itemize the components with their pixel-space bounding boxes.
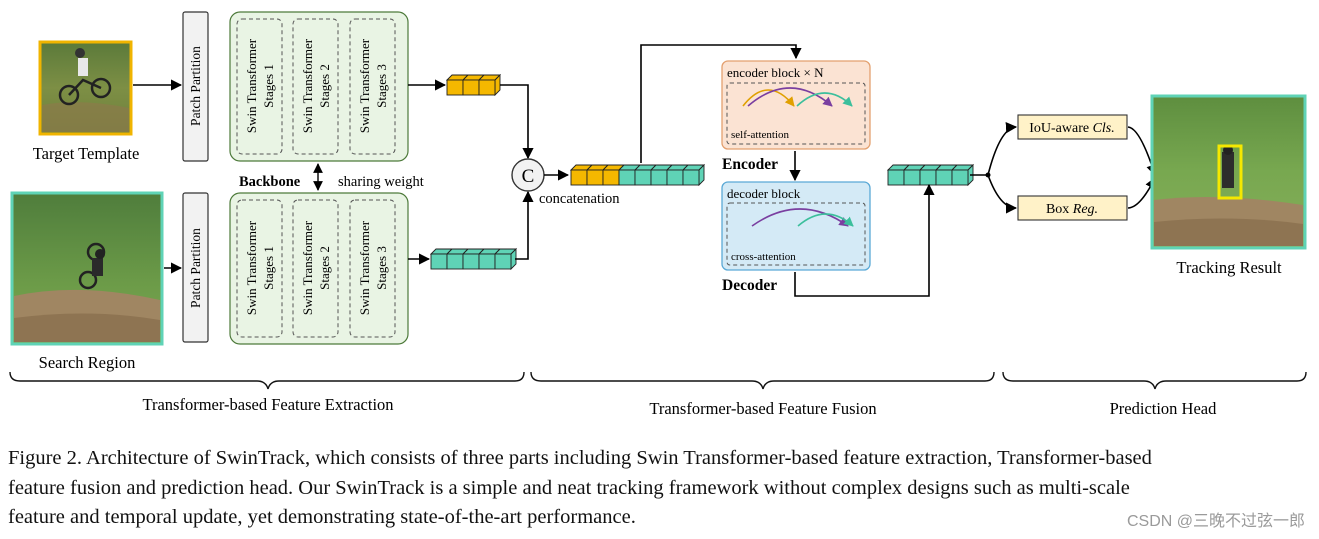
fused-tokens-cell-2 (919, 169, 937, 186)
fused-tokens-cell-0 (887, 169, 905, 186)
concat-tokens-cell-2 (602, 169, 620, 186)
stage-2-top: Swin Transformer Stages 2 (292, 18, 339, 155)
search-tokens-cell-0 (430, 253, 448, 270)
search-tokens (429, 247, 518, 271)
decoder-to-output-tokens (794, 183, 935, 297)
section-fusion: Transformer-based Feature Fusion (649, 399, 876, 418)
to-encoder-arrow (640, 44, 802, 163)
search-tokens-cell-1 (446, 253, 464, 270)
patch-partition-bottom: Patch Partition (182, 192, 209, 343)
stage-1-bottom: Swin Transformer Stages 1 (236, 199, 283, 338)
tracking-box (1217, 144, 1243, 200)
svg-text:Box Reg.: Box Reg. (1046, 202, 1098, 217)
patch-partition-top: Patch Partition (182, 11, 209, 162)
concat-tokens-cell-7 (682, 169, 700, 186)
svg-text:Stages 1: Stages 1 (261, 64, 276, 108)
search-tokens-cell-3 (478, 253, 496, 270)
caption-line-2: feature fusion and prediction head. Our … (8, 476, 1130, 499)
caption-line-1: Figure 2. Architecture of SwinTrack, whi… (8, 447, 1152, 469)
concat-tokens-cell-3 (618, 169, 636, 186)
search-label: Search Region (39, 353, 136, 372)
stage-2-bottom: Swin Transformer Stages 2 (292, 199, 339, 338)
concat-tokens-cell-1 (586, 169, 604, 186)
search-tokens-cell-2 (462, 253, 480, 270)
watermark: CSDN @三晚不过弦一郎 (1126, 513, 1305, 530)
svg-text:cross-attention: cross-attention (731, 251, 796, 263)
backbone-label: Backbone (239, 174, 301, 190)
backbone-bottom: Swin Transformer Stages 1 Swin Transform… (229, 192, 409, 345)
svg-text:encoder block × N: encoder block × N (727, 65, 824, 80)
template-tokens-cell-2 (478, 79, 496, 96)
concat-tokens-cell-4 (634, 169, 652, 186)
template-tokens-cell-1 (462, 79, 480, 96)
search-image (10, 191, 164, 346)
template-tokens-cell-0 (446, 79, 464, 96)
svg-text:Swin Transformer: Swin Transformer (357, 38, 372, 133)
svg-text:Swin Transformer: Swin Transformer (300, 220, 315, 315)
svg-text:Swin Transformer: Swin Transformer (357, 220, 372, 315)
concat-tokens-cell-0 (570, 169, 588, 186)
svg-text:Patch Partition: Patch Partition (188, 228, 203, 308)
concat-tokens-cell-6 (666, 169, 684, 186)
tracking-result-image (1150, 94, 1307, 250)
svg-text:Stages 1: Stages 1 (261, 246, 276, 290)
concat-tokens-cell-5 (650, 169, 668, 186)
backbone-top: Swin Transformer Stages 1 Swin Transform… (229, 11, 409, 162)
brace-fusion (530, 371, 995, 390)
svg-text:Swin Transformer: Swin Transformer (244, 38, 259, 133)
svg-text:Stages 3: Stages 3 (374, 246, 389, 290)
stage-3-top: Swin Transformer Stages 3 (349, 18, 396, 155)
svg-text:Stages 2: Stages 2 (317, 64, 332, 108)
sharing-label: sharing weight (338, 174, 424, 190)
svg-text:Patch Partition: Patch Partition (188, 46, 203, 126)
brace-extraction (9, 371, 525, 390)
architecture-diagram: Target Template Search Region Patch Part… (9, 11, 1307, 418)
template-to-concat (500, 84, 534, 160)
section-extraction: Transformer-based Feature Extraction (142, 395, 393, 414)
figure-caption: Figure 2. Architecture of SwinTrack, whi… (8, 444, 1311, 533)
cls-head: IoU-aware Cls. (1017, 114, 1128, 140)
encoder-title: Encoder (722, 156, 778, 173)
concat-node: C (511, 158, 545, 192)
svg-text:Stages 2: Stages 2 (317, 246, 332, 290)
svg-text:self-attention: self-attention (731, 129, 790, 141)
fused-tokens (886, 163, 975, 187)
svg-text:decoder block: decoder block (727, 186, 801, 201)
svg-text:Swin Transformer: Swin Transformer (244, 220, 259, 315)
head-branch (970, 122, 1018, 214)
search-to-concat (515, 190, 534, 260)
concat-tokens (569, 163, 706, 187)
fused-tokens-cell-1 (903, 169, 921, 186)
stage-1-top: Swin Transformer Stages 1 (236, 18, 283, 155)
encoder-block: encoder block × N self-attention (721, 60, 871, 150)
reg-head: Box Reg. (1017, 195, 1128, 221)
caption-line-3: feature and temporal update, yet demonst… (8, 506, 636, 528)
fused-tokens-cell-3 (935, 169, 953, 186)
stage-3-bottom: Swin Transformer Stages 3 (349, 199, 396, 338)
section-head: Prediction Head (1110, 399, 1218, 418)
template-tokens (445, 73, 502, 97)
concat-label: concatenation (539, 191, 620, 207)
svg-text:IoU-aware Cls.: IoU-aware Cls. (1029, 121, 1115, 136)
svg-text:Swin Transformer: Swin Transformer (300, 38, 315, 133)
template-image (38, 40, 133, 136)
decoder-title: Decoder (722, 277, 777, 294)
search-tokens-cell-4 (494, 253, 512, 270)
svg-text:Stages 3: Stages 3 (374, 64, 389, 108)
template-label: Target Template (33, 144, 140, 163)
svg-text:C: C (522, 166, 535, 187)
output-label: Tracking Result (1176, 258, 1282, 277)
brace-head (1002, 371, 1307, 390)
decoder-block: decoder block cross-attention (721, 181, 871, 271)
fused-tokens-cell-4 (951, 169, 969, 186)
